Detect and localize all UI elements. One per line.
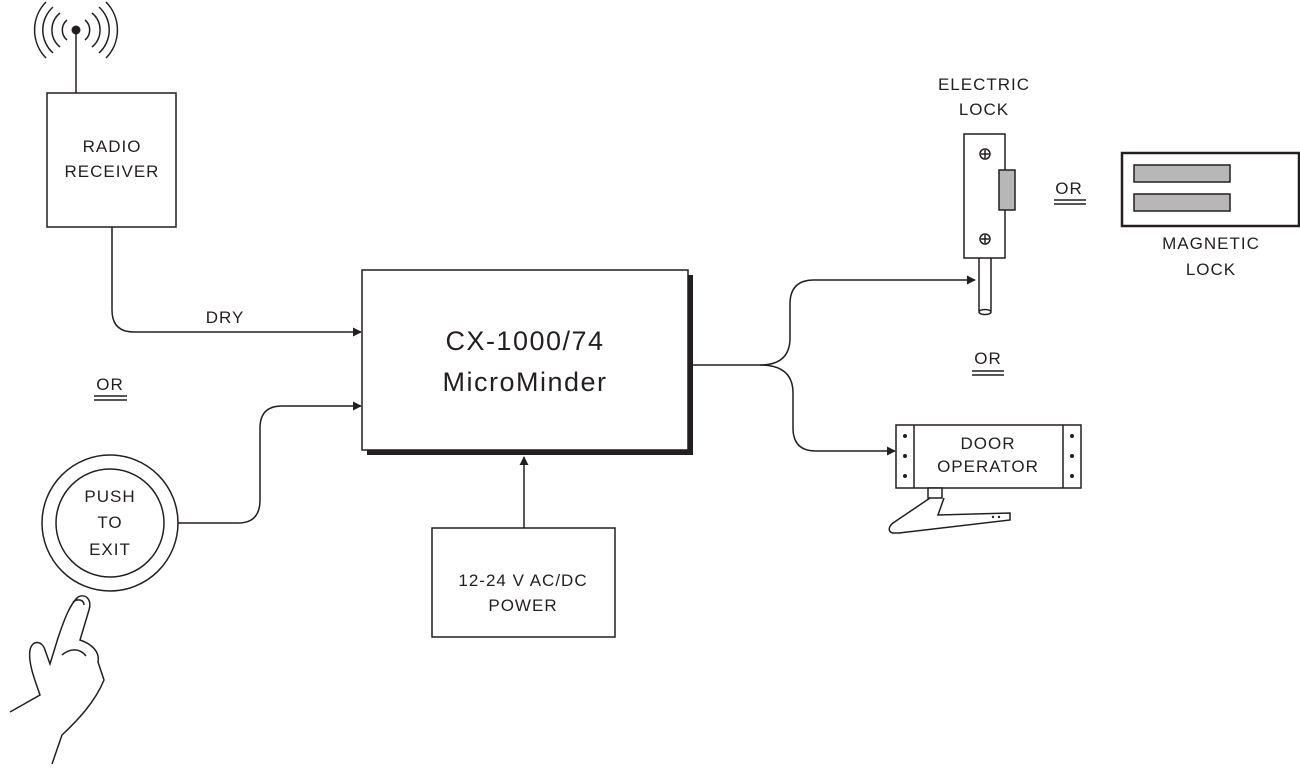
door-operator-label-line2: OPERATOR [937,457,1039,476]
dry-label: DRY [206,308,245,327]
hand-icon [9,595,105,765]
door-operator-icon: DOOR OPERATOR [888,424,1082,534]
lock-output-connector [688,275,976,366]
push-button-label-line3: EXIT [89,540,131,559]
controller-box: CX-1000/74 MicroMinder [361,269,693,455]
radio-receiver-label-line2: RECEIVER [65,162,160,181]
push-to-exit-button: PUSH TO EXIT [41,454,179,592]
magnetic-lock-icon [1120,151,1300,228]
or-separator-right: OR [972,349,1004,376]
controller-model-label: CX-1000/74 [445,326,604,356]
power-label-line2: POWER [488,596,557,615]
power-label-line1: 12-24 V AC/DC [458,571,587,590]
electric-lock-label-line2: LOCK [959,100,1009,119]
or-locks-label: OR [1055,179,1083,198]
or-separator-locks: OR [1054,179,1086,205]
electric-lock-label-line1: ELECTRIC [938,75,1030,94]
controller-name-label: MicroMinder [442,367,607,397]
door-operator-label-line1: DOOR [961,434,1016,453]
dry-contact-connector [111,227,362,337]
electric-lock-label: ELECTRIC LOCK [938,75,1030,119]
magnetic-lock-label-line2: LOCK [1186,260,1236,279]
or-left-label: OR [96,375,124,394]
or-separator-left: OR [94,375,127,401]
push-button-label-line2: TO [97,513,122,532]
magnetic-lock-label: MAGNETIC LOCK [1162,234,1260,279]
push-button-label-line1: PUSH [84,487,135,506]
radio-receiver-label-line1: RADIO [83,137,142,156]
radio-receiver-box: RADIO RECEIVER [46,92,177,228]
power-supply-box: 12-24 V AC/DC POWER [431,527,616,638]
antenna-icon [33,1,119,93]
door-operator-output-connector [759,364,896,456]
push-button-connector [178,401,362,524]
or-right-label: OR [974,349,1002,368]
electric-lock-icon [963,133,1016,316]
magnetic-lock-label-line1: MAGNETIC [1162,234,1260,253]
